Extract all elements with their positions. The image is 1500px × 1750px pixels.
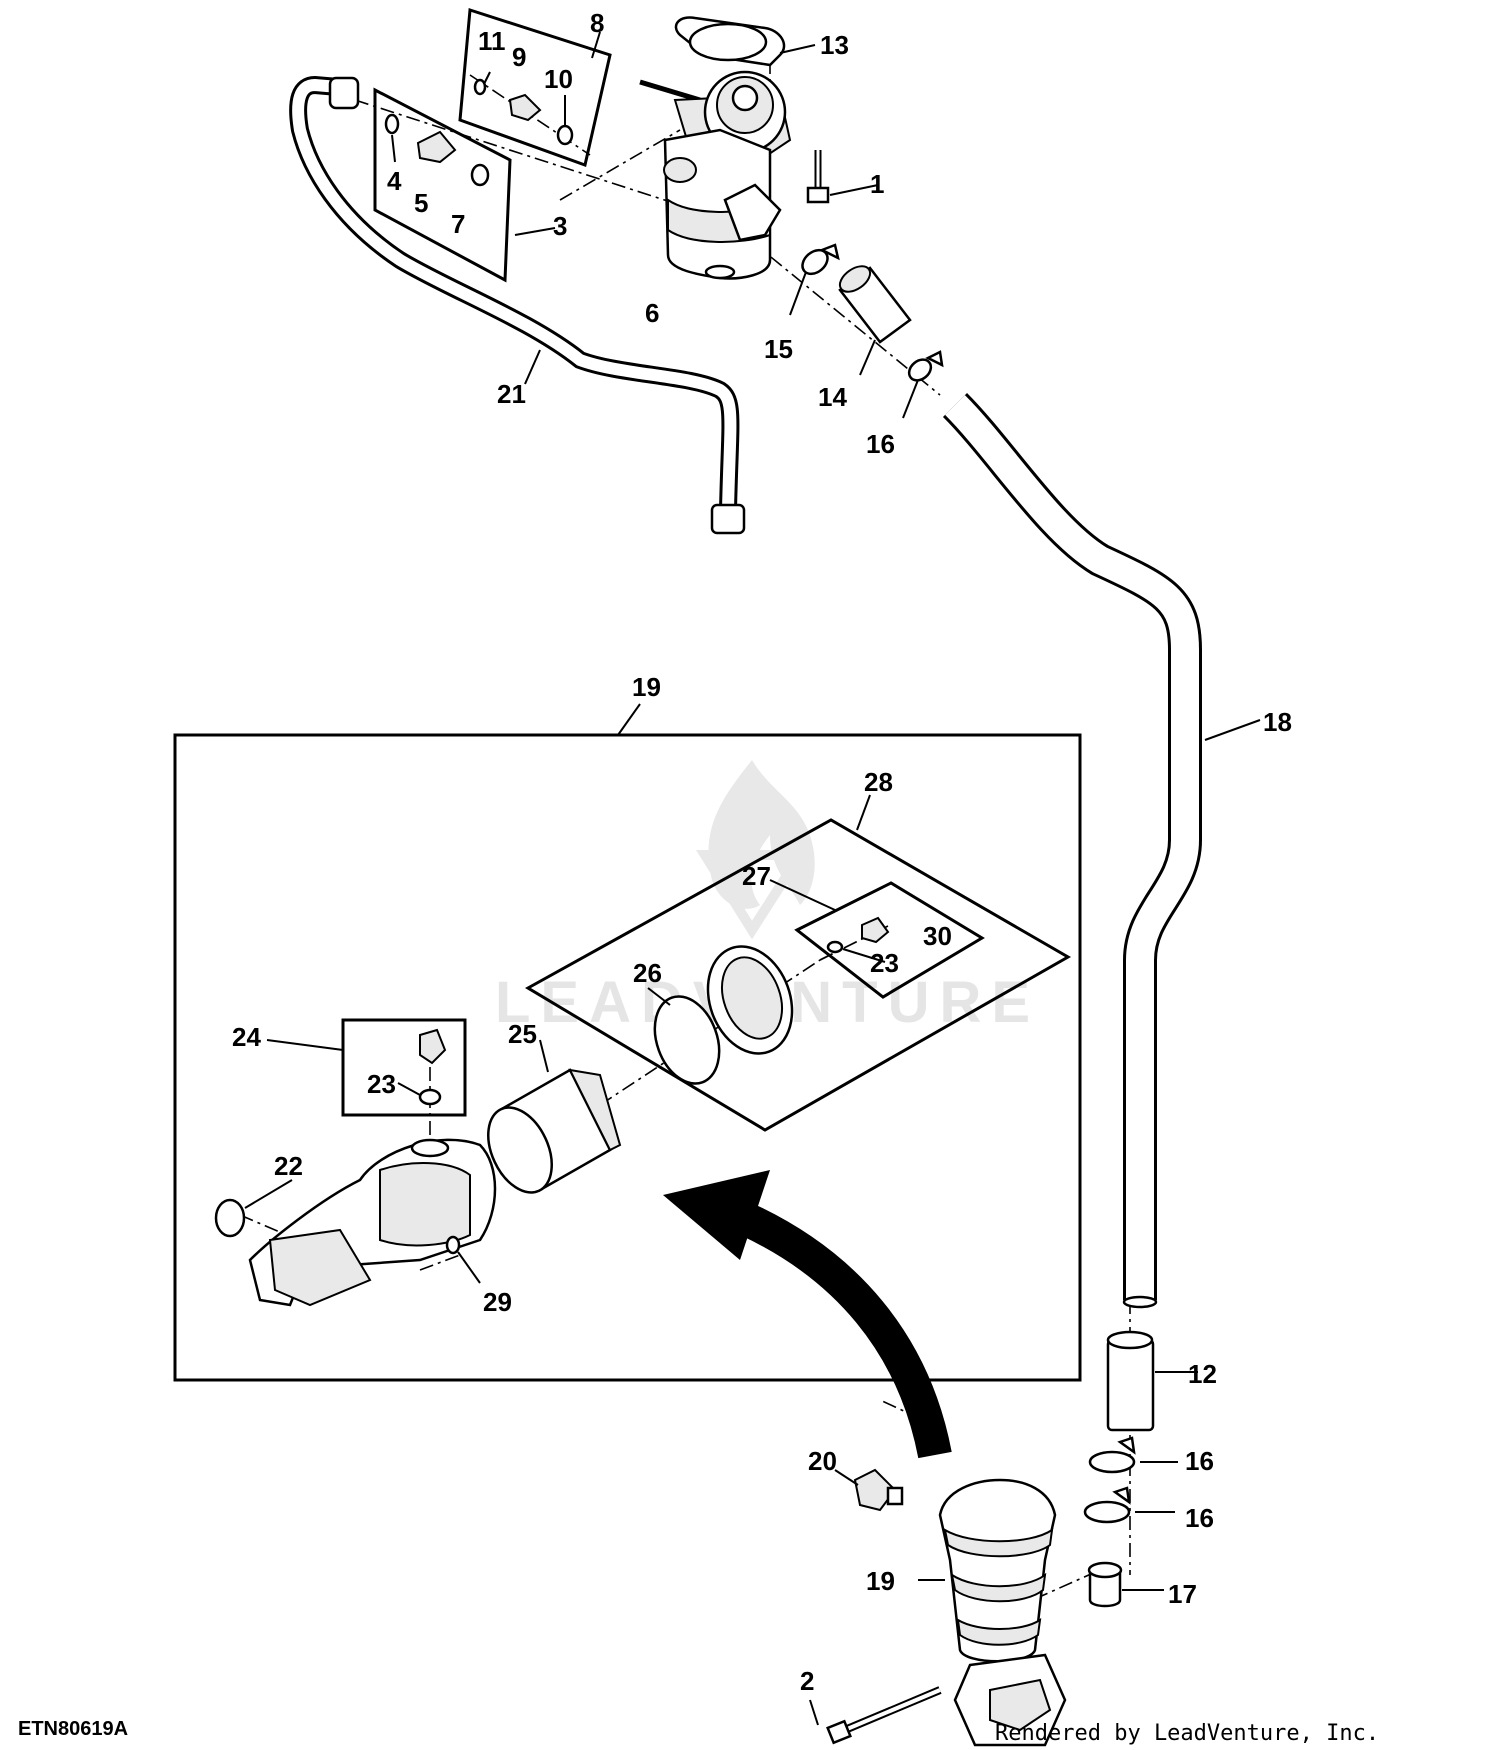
- callout-29: 29: [483, 1287, 512, 1317]
- callout-11: 11: [478, 26, 506, 56]
- callout-7: 7: [451, 209, 465, 239]
- seal-22: [214, 1198, 246, 1238]
- callout-9: 9: [512, 42, 526, 72]
- callout-14: 14: [818, 382, 847, 412]
- hose-14: [838, 265, 912, 344]
- callout-28: 28: [864, 767, 893, 797]
- callout-8: 8: [590, 8, 604, 38]
- callout-22: 22: [274, 1151, 303, 1181]
- callout-12: 12: [1188, 1359, 1217, 1389]
- o-ring-23-lower: [418, 1088, 442, 1106]
- render-credit: Rendered by LeadVenture, Inc.: [995, 1721, 1379, 1746]
- callout-16-top: 16: [866, 429, 895, 459]
- callout-30: 30: [923, 921, 952, 951]
- o-ring-23-upper: [826, 940, 844, 954]
- seal-ring-26: [653, 995, 721, 1085]
- callout-6: 6: [645, 298, 659, 328]
- callout-3: 3: [553, 211, 567, 241]
- callout-13: 13: [820, 30, 849, 60]
- callout-19-assembly: 19: [866, 1566, 895, 1596]
- callout-16-a: 16: [1185, 1446, 1214, 1476]
- callout-25: 25: [508, 1019, 537, 1049]
- plug-24: [419, 1028, 447, 1065]
- callout-1: 1: [870, 169, 884, 199]
- callout-10: 10: [544, 64, 573, 94]
- callout-15: 15: [764, 334, 793, 364]
- callout-27: 27: [742, 861, 771, 891]
- callout-4: 4: [387, 166, 402, 196]
- direction-arrow: [663, 1170, 952, 1459]
- callout-23-lower: 23: [367, 1069, 396, 1099]
- filter-bowl-collar: [706, 945, 794, 1055]
- fuel-hose-18: [942, 392, 1202, 1309]
- callout-24: 24: [232, 1022, 261, 1052]
- bolt-1: [806, 150, 830, 204]
- callout-21: 21: [497, 379, 526, 409]
- callout-5: 5: [414, 188, 428, 218]
- filter-detail-frame: [173, 733, 1082, 1382]
- filter-header-body: [248, 1138, 497, 1307]
- hose-clamp-16-top: [907, 350, 944, 382]
- filter-element-25: [487, 1068, 622, 1194]
- drain-valve-30: [861, 916, 890, 944]
- callout-2: 2: [800, 1666, 814, 1696]
- o-ring-29: [445, 1235, 461, 1255]
- callout-26: 26: [633, 958, 662, 988]
- callout-23-upper: 23: [870, 948, 899, 978]
- plug-kit-frame: [341, 1018, 467, 1117]
- hose-clamp-15: [801, 243, 840, 276]
- callout-18: 18: [1263, 707, 1292, 737]
- callout-19-detail: 19: [632, 672, 661, 702]
- center-lines: [239, 60, 1131, 1611]
- figure-id: ETN80619A: [18, 1718, 128, 1740]
- hose-clamp-16-b: [1083, 1486, 1131, 1524]
- bleed-screw-20: [853, 1468, 904, 1512]
- callout-16-b: 16: [1185, 1503, 1214, 1533]
- check-valve-kit-8: [458, 7, 612, 167]
- bolt-2: [826, 1686, 942, 1745]
- hose-clamp-16-a: [1088, 1436, 1136, 1474]
- callouts: 1 2 3 4 5 6 7 8 9 10 11 12 13 14 15 16 1…: [232, 8, 1292, 1696]
- fuel-transfer-pump: [639, 16, 792, 280]
- leader-lines: [244, 31, 1261, 1726]
- fitting-kit: [373, 87, 512, 283]
- callout-17: 17: [1168, 1579, 1197, 1609]
- fuel-filter-assembly: [938, 1478, 1067, 1747]
- hose-12: [1106, 1330, 1155, 1432]
- drain-valve-kit-frame: [794, 881, 985, 999]
- callout-20: 20: [808, 1446, 837, 1476]
- fitting-17: [1087, 1561, 1123, 1608]
- fuel-line-21: [289, 75, 746, 535]
